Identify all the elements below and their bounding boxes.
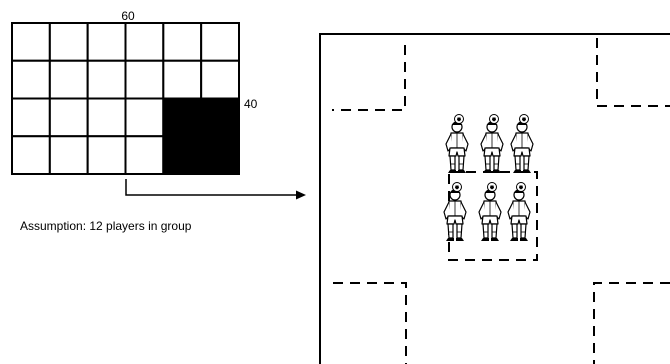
soccer-ball-icon [516,182,526,192]
grid-cell [48,22,89,62]
grid-cell [162,22,203,62]
grid-cell [200,59,241,100]
player-group [443,114,534,241]
grid-cell [11,59,51,100]
grid-cell [86,135,127,175]
grid-cell [11,135,51,175]
grid-cell [11,97,51,138]
grid-cell [48,97,89,138]
soccer-ball-icon [452,182,462,192]
training-field [319,33,670,364]
grid-outline [11,22,240,175]
grid-cell [124,97,165,138]
corner-zone-top-left [332,45,406,111]
assumption-text: Assumption: 12 players in group [20,219,192,233]
grid-cell [48,59,89,100]
grid-cell [86,59,127,100]
soccer-player-icon [510,114,534,173]
grid-diagram: 60 40 [11,9,258,175]
soccer-player-icon [507,182,531,241]
grid-cell [11,22,51,62]
arrow-icon [125,179,306,200]
corner-zone-bottom-right [593,282,670,364]
soccer-ball-icon [487,182,497,192]
soccer-ball-icon [519,114,529,124]
soccer-player-icon [478,182,502,241]
grid-cell [124,135,165,175]
field-boundary [319,33,670,364]
grid-width-label: 60 [121,9,135,23]
corner-zone-bottom-left [333,282,407,364]
soccer-player-icon [480,114,504,173]
soccer-player-icon [445,114,469,173]
soccer-player-icon [443,182,467,241]
grid-cell [124,22,165,62]
soccer-ball-icon [454,114,464,124]
grid-cell [162,59,203,100]
soccer-ball-icon [489,114,499,124]
filled-grid-block [163,98,239,174]
grid-cell [86,97,127,138]
grid-cell [200,22,241,62]
grid-height-label: 40 [244,97,258,111]
grid-cell [86,22,127,62]
grid-cell [124,59,165,100]
grid-cell [48,135,89,175]
corner-zone-top-right [596,38,670,107]
